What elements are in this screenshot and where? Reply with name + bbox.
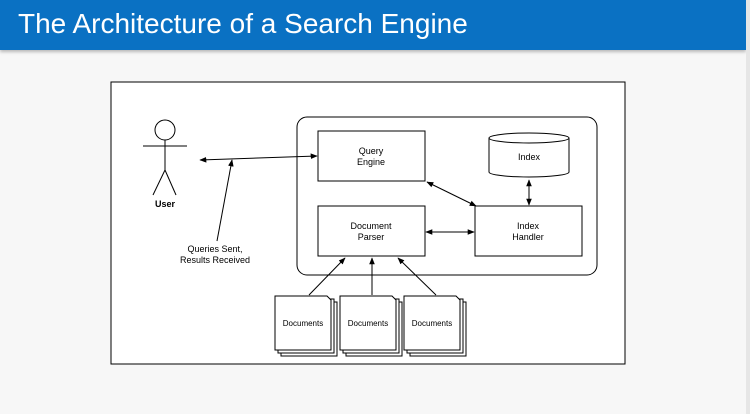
user-query-engine-connector bbox=[199, 153, 318, 163]
index-handler-box bbox=[474, 205, 583, 257]
documents-label-1: Documents bbox=[283, 319, 323, 328]
document-parser-label-line2: Parser bbox=[358, 232, 385, 242]
queries-label-line1: Queries Sent, bbox=[187, 244, 242, 254]
query-engine-index-handler-connector bbox=[426, 181, 477, 207]
query-engine-label-line2: Engine bbox=[357, 157, 385, 167]
index-label: Index bbox=[518, 152, 541, 162]
index-database-icon bbox=[488, 132, 570, 178]
documents-label-3: Documents bbox=[412, 319, 452, 328]
documents-1-parser-connector bbox=[308, 257, 346, 296]
document-parser-label-line1: Document bbox=[350, 221, 392, 231]
index-handler-label-line1: Index bbox=[517, 221, 540, 231]
documents-stack-3 bbox=[403, 295, 467, 357]
query-engine-label-line1: Query bbox=[359, 146, 384, 156]
user-label: User bbox=[155, 199, 176, 209]
index-handler-label-line2: Handler bbox=[512, 232, 544, 242]
query-engine-box bbox=[317, 130, 426, 182]
documents-stack-1 bbox=[274, 295, 338, 357]
slide-title: The Architecture of a Search Engine bbox=[18, 8, 468, 39]
documents-label-2: Documents bbox=[348, 319, 388, 328]
documents-3-parser-connector bbox=[397, 257, 437, 296]
queries-label-line2: Results Received bbox=[180, 255, 250, 265]
documents-stack-2 bbox=[339, 295, 403, 357]
document-parser-box bbox=[317, 205, 426, 257]
slide-edge bbox=[746, 0, 750, 414]
user-actor-icon bbox=[143, 119, 187, 196]
title-bar: The Architecture of a Search Engine bbox=[0, 0, 746, 50]
queries-callout-connector bbox=[216, 159, 234, 242]
